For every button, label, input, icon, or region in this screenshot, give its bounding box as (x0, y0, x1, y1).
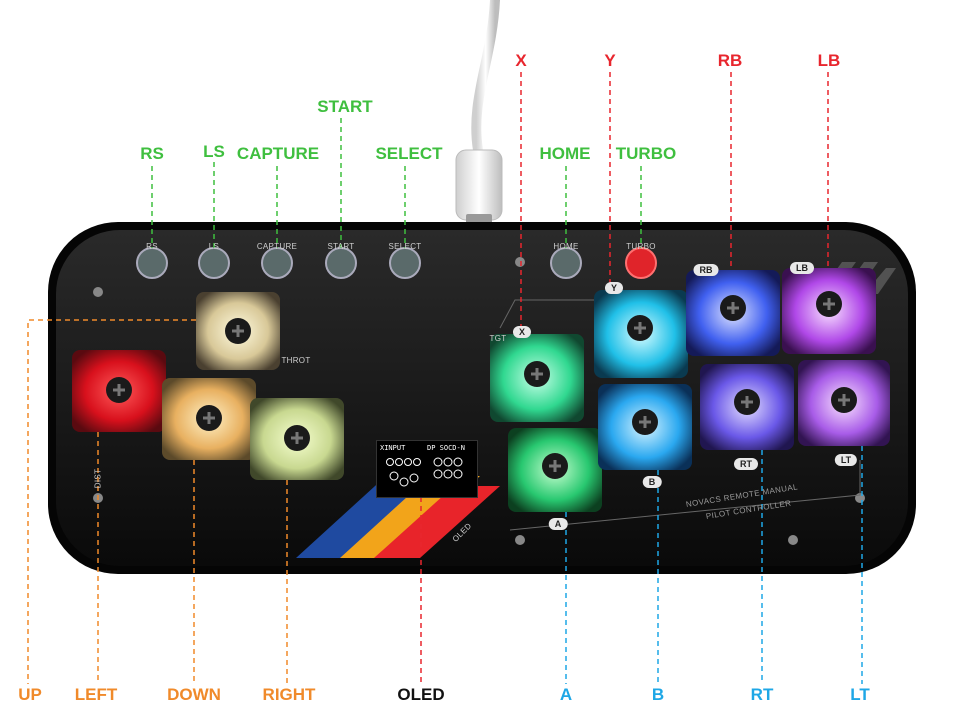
callout-down: DOWN (167, 685, 221, 704)
rb-keycap (686, 270, 780, 356)
action-keycaps (490, 268, 890, 512)
keycap-letter-b: B (642, 476, 662, 488)
callout-rb: RB (717, 51, 743, 70)
select-button (389, 247, 421, 279)
keycap-letter-a: A (548, 518, 568, 530)
ls-button (198, 247, 230, 279)
oled-screen: XINPUT DP SOCD-N (376, 440, 478, 498)
callout-x: X (515, 51, 527, 70)
b-keycap (598, 384, 692, 470)
callout-lines (27, 72, 863, 684)
panel-label-throt: THROT (281, 356, 311, 365)
x-keycap (490, 334, 584, 422)
home-button (550, 247, 582, 279)
panel-label-ls: LS (208, 242, 220, 251)
right-keycap (250, 398, 344, 480)
callout-oled: OLED (397, 685, 445, 704)
callout-turbo: TURBO (615, 144, 677, 163)
y-keycap (594, 290, 688, 378)
down-keycap (162, 378, 256, 460)
oled-right-mode: DP SOCD-N (427, 444, 465, 452)
a-keycap (508, 428, 602, 512)
callout-a: A (559, 685, 573, 704)
panel-label-turbo: TURBO (626, 242, 656, 251)
lb-keycap (782, 268, 876, 354)
rs-button (136, 247, 168, 279)
keycap-letter-rt: RT (734, 458, 758, 470)
small-buttons (136, 247, 657, 279)
callout-lt: LT (850, 685, 870, 704)
capture-button (261, 247, 293, 279)
panel-label-tgt: TGT (489, 334, 507, 343)
callout-home: HOME (539, 144, 591, 163)
keycap-letter-rb: RB (693, 264, 719, 276)
callout-y: Y (604, 51, 616, 70)
panel-label-start: START (327, 242, 355, 251)
left-keycap (72, 350, 166, 432)
keycap-letter-y: Y (604, 282, 624, 294)
directional-keycaps (72, 292, 344, 480)
keycap-letter-lb: LB (790, 262, 814, 274)
callout-ls: LS (203, 142, 225, 161)
callout-left: LEFT (74, 685, 118, 704)
callout-lb: LB (817, 51, 841, 70)
lt-keycap (798, 360, 890, 446)
usb-cable (455, 0, 503, 228)
panel-label-home: HOME (553, 242, 579, 251)
rt-keycap (700, 364, 794, 450)
callout-up: UP (18, 685, 42, 704)
keycap-letter-x: X (512, 326, 532, 338)
oled-glyphs (386, 457, 463, 487)
start-button (325, 247, 357, 279)
callout-select: SELECT (375, 144, 443, 163)
callout-rt: RT (750, 685, 774, 704)
panel-label-select: SELECT (388, 242, 422, 251)
callout-start: START (317, 97, 373, 116)
callout-rs: RS (140, 144, 164, 163)
panel-label-rs: RS (146, 242, 158, 251)
callout-capture: CAPTURE (236, 144, 320, 163)
keycap-letter-lt: LT (834, 454, 858, 466)
turbo-button (625, 247, 657, 279)
callout-right: RIGHT (262, 685, 316, 704)
panel-label-dist: DIST (93, 468, 103, 489)
up-keycap (196, 292, 280, 370)
oled-left-mode: XINPUT (380, 444, 406, 452)
panel-label-capture: CAPTURE (256, 242, 298, 251)
callout-b: B (651, 685, 665, 704)
